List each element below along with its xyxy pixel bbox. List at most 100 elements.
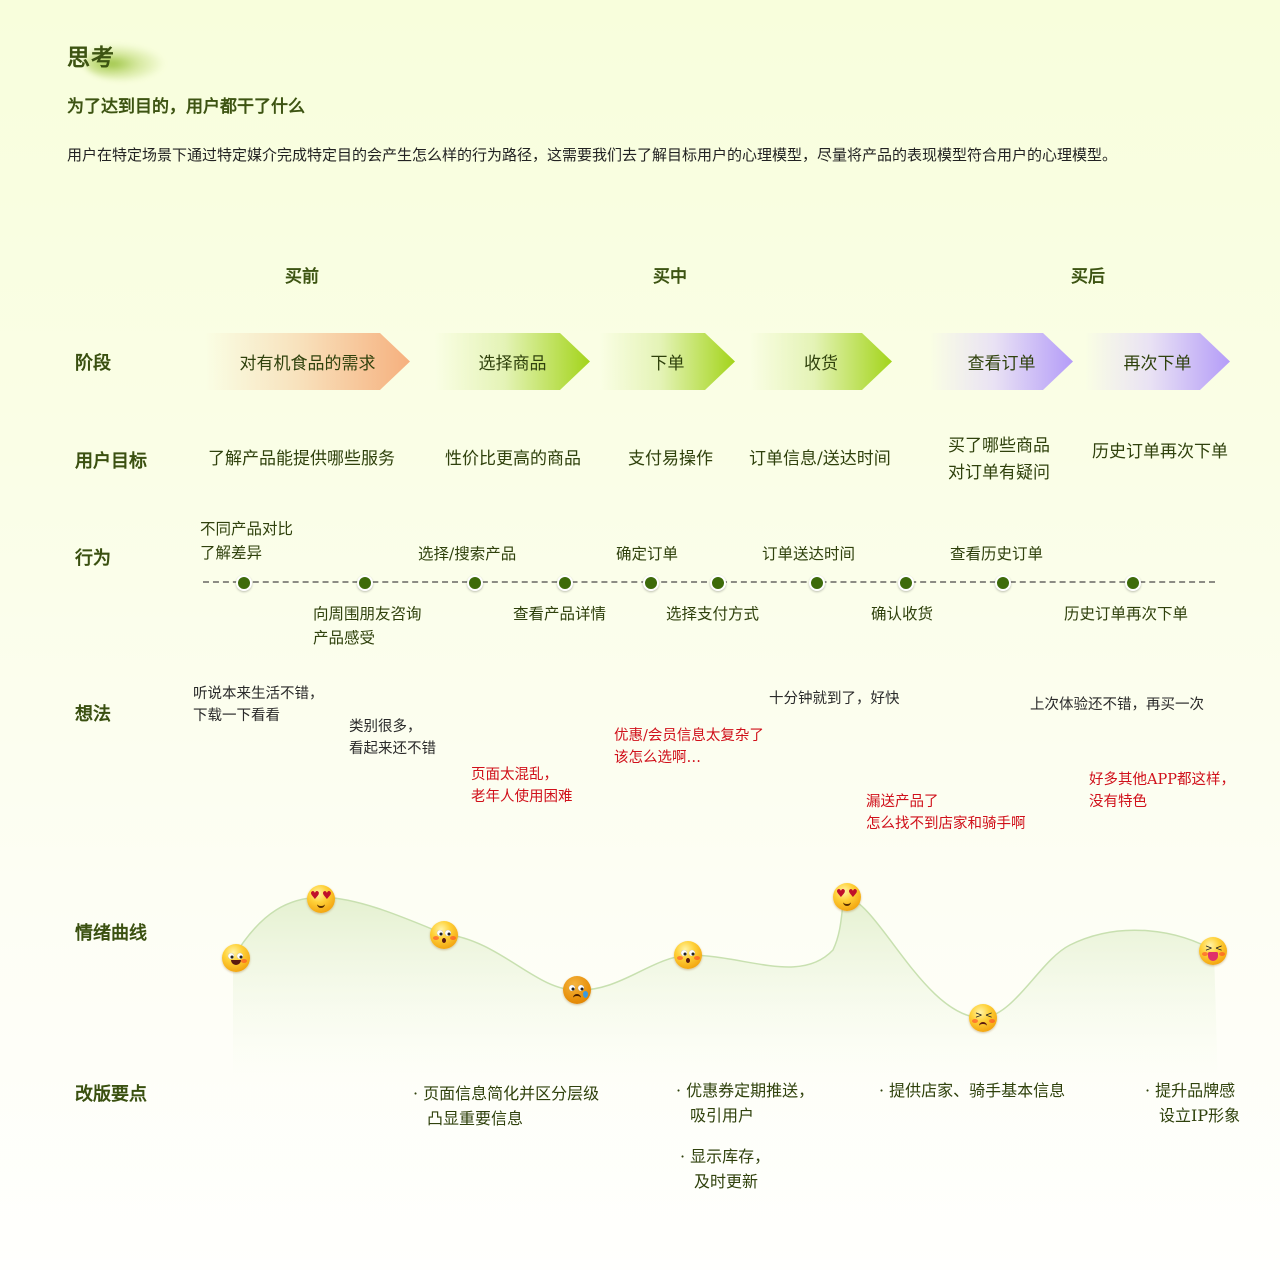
page-title: 思考 bbox=[67, 44, 115, 71]
timeline-dot bbox=[236, 575, 252, 591]
stage-arrow-need: 对有机食品的需求 bbox=[205, 333, 410, 390]
section-description: 用户在特定场景下通过特定媒介完成特定目的会产生怎么样的行为路径，这需要我们去了解… bbox=[67, 146, 1118, 164]
thought-item: 听说本来生活不错， 下载一下看看 bbox=[193, 683, 324, 727]
improvement-item: · 优惠券定期推送， 吸引用户 bbox=[676, 1078, 814, 1128]
thought-line: 看起来还不错 bbox=[349, 741, 436, 757]
row-label-improvement: 改版要点 bbox=[75, 1084, 147, 1105]
timeline-dot bbox=[357, 575, 373, 591]
improvement-line: · 显示库存， bbox=[680, 1147, 771, 1166]
thought-item-negative: 漏送产品了 怎么找不到店家和骑手啊 bbox=[866, 791, 1026, 835]
thought-line: 优惠/会员信息太复杂了 bbox=[614, 728, 764, 744]
goal-item: 历史订单再次下单 bbox=[1092, 442, 1228, 462]
timeline-dot bbox=[995, 575, 1011, 591]
thought-item: 上次体验还不错，再买一次 bbox=[1030, 697, 1204, 713]
behavior-timeline bbox=[203, 581, 1215, 583]
goal-item: 买了哪些商品 对订单有疑问 bbox=[948, 433, 1050, 487]
stage-label: 选择商品 bbox=[478, 354, 547, 374]
improvement-item: · 提升品牌感 设立IP形象 bbox=[1145, 1078, 1240, 1128]
thought-line: 漏送产品了 bbox=[866, 794, 939, 810]
improvement-line: 吸引用户 bbox=[690, 1106, 755, 1125]
thought-line: 没有特色 bbox=[1089, 794, 1147, 810]
improvement-line: · 页面信息简化并区分层级 bbox=[413, 1084, 600, 1103]
thought-item-negative: 好多其他APP都这样， 没有特色 bbox=[1089, 769, 1235, 813]
phase-before-purchase: 买前 bbox=[285, 267, 319, 287]
surprised-emoji-icon bbox=[674, 941, 702, 969]
frustrated-emoji-icon: > < bbox=[969, 1004, 997, 1032]
improvement-line: · 优惠券定期推送， bbox=[676, 1081, 815, 1100]
behavior-item: 选择/搜索产品 bbox=[418, 545, 517, 563]
timeline-dot bbox=[898, 575, 914, 591]
stage-arrow-select: 选择商品 bbox=[435, 333, 590, 390]
phase-after-purchase: 买后 bbox=[1071, 267, 1105, 287]
improvement-line: 设立IP形象 bbox=[1159, 1106, 1241, 1125]
behavior-line: 不同产品对比 bbox=[200, 520, 294, 538]
timeline-dot bbox=[1125, 575, 1141, 591]
goal-line: 买了哪些商品 bbox=[948, 436, 1050, 456]
stage-arrow-order: 下单 bbox=[600, 333, 735, 390]
thought-line: 下载一下看看 bbox=[193, 708, 280, 724]
thought-line: 老年人使用困难 bbox=[471, 789, 573, 805]
row-label-behavior: 行为 bbox=[75, 548, 111, 569]
stage-label: 查看订单 bbox=[967, 354, 1036, 374]
behavior-item: 订单送达时间 bbox=[762, 545, 856, 563]
surprised-emoji-icon bbox=[430, 921, 458, 949]
tongue-out-emoji-icon: > < bbox=[1199, 937, 1227, 965]
behavior-line: 向周围朋友咨询 bbox=[313, 605, 422, 623]
thought-line: 好多其他APP都这样， bbox=[1089, 772, 1235, 788]
thought-item-negative: 优惠/会员信息太复杂了 该怎么选啊… bbox=[614, 725, 764, 769]
stage-label: 再次下单 bbox=[1123, 354, 1192, 374]
stage-arrow-view-order: 查看订单 bbox=[930, 333, 1073, 390]
behavior-item: 向周围朋友咨询 产品感受 bbox=[313, 602, 422, 650]
goal-item: 订单信息/送达时间 bbox=[749, 449, 891, 469]
goal-item: 了解产品能提供哪些服务 bbox=[208, 449, 395, 469]
title-highlight bbox=[84, 44, 164, 80]
stage-label: 对有机食品的需求 bbox=[239, 354, 376, 374]
stage-arrow-reorder: 再次下单 bbox=[1085, 333, 1230, 390]
thought-line: 听说本来生活不错， bbox=[193, 686, 324, 702]
smile-emoji-icon bbox=[222, 944, 250, 972]
behavior-item: 确定订单 bbox=[616, 545, 679, 563]
crying-emoji-icon bbox=[563, 976, 591, 1004]
thought-line: 页面太混乱， bbox=[471, 767, 558, 783]
goal-item: 性价比更高的商品 bbox=[445, 449, 581, 469]
stage-label: 下单 bbox=[650, 354, 685, 374]
stage-arrow-receive: 收货 bbox=[750, 333, 892, 390]
goal-item: 支付易操作 bbox=[628, 449, 713, 469]
behavior-item: 确认收货 bbox=[871, 605, 934, 623]
behavior-item: 查看产品详情 bbox=[513, 605, 607, 623]
improvement-item: · 提供店家、骑手基本信息 bbox=[879, 1081, 1066, 1100]
thought-line: 该怎么选啊… bbox=[614, 750, 701, 766]
row-label-goal: 用户目标 bbox=[75, 451, 147, 472]
behavior-item: 不同产品对比 了解差异 bbox=[200, 517, 293, 565]
thought-line: 类别很多， bbox=[349, 719, 422, 735]
row-label-thought: 想法 bbox=[75, 704, 111, 725]
emotion-curve-area bbox=[233, 896, 1218, 1085]
thought-line: 怎么找不到店家和骑手啊 bbox=[866, 816, 1026, 832]
timeline-dot bbox=[710, 575, 726, 591]
improvement-line: 凸显重要信息 bbox=[427, 1109, 524, 1128]
goal-line: 对订单有疑问 bbox=[948, 463, 1050, 483]
emotion-curve-line bbox=[232, 896, 1215, 1019]
improvement-line: 及时更新 bbox=[694, 1172, 759, 1191]
phase-during-purchase: 买中 bbox=[653, 267, 687, 287]
behavior-line: 了解差异 bbox=[200, 544, 263, 562]
timeline-dot bbox=[467, 575, 483, 591]
row-label-emotion: 情绪曲线 bbox=[75, 923, 147, 944]
improvement-item: · 显示库存， 及时更新 bbox=[680, 1144, 770, 1194]
behavior-item: 选择支付方式 bbox=[666, 605, 760, 623]
thought-item-negative: 页面太混乱， 老年人使用困难 bbox=[471, 764, 573, 808]
behavior-item: 查看历史订单 bbox=[950, 545, 1044, 563]
improvement-item: · 页面信息简化并区分层级 凸显重要信息 bbox=[413, 1081, 599, 1131]
timeline-dot bbox=[557, 575, 573, 591]
behavior-line: 产品感受 bbox=[313, 629, 376, 647]
heart-eyes-emoji-icon: ♥♥ bbox=[307, 885, 335, 913]
behavior-item: 历史订单再次下单 bbox=[1064, 605, 1189, 623]
timeline-dot bbox=[643, 575, 659, 591]
section-subtitle: 为了达到目的，用户都干了什么 bbox=[67, 97, 305, 117]
row-label-stage: 阶段 bbox=[75, 353, 111, 374]
stage-label: 收货 bbox=[804, 354, 838, 374]
improvement-line: · 提升品牌感 bbox=[1145, 1081, 1236, 1100]
thought-item: 类别很多， 看起来还不错 bbox=[349, 716, 436, 760]
heart-eyes-emoji-icon: ♥♥ bbox=[833, 883, 861, 911]
